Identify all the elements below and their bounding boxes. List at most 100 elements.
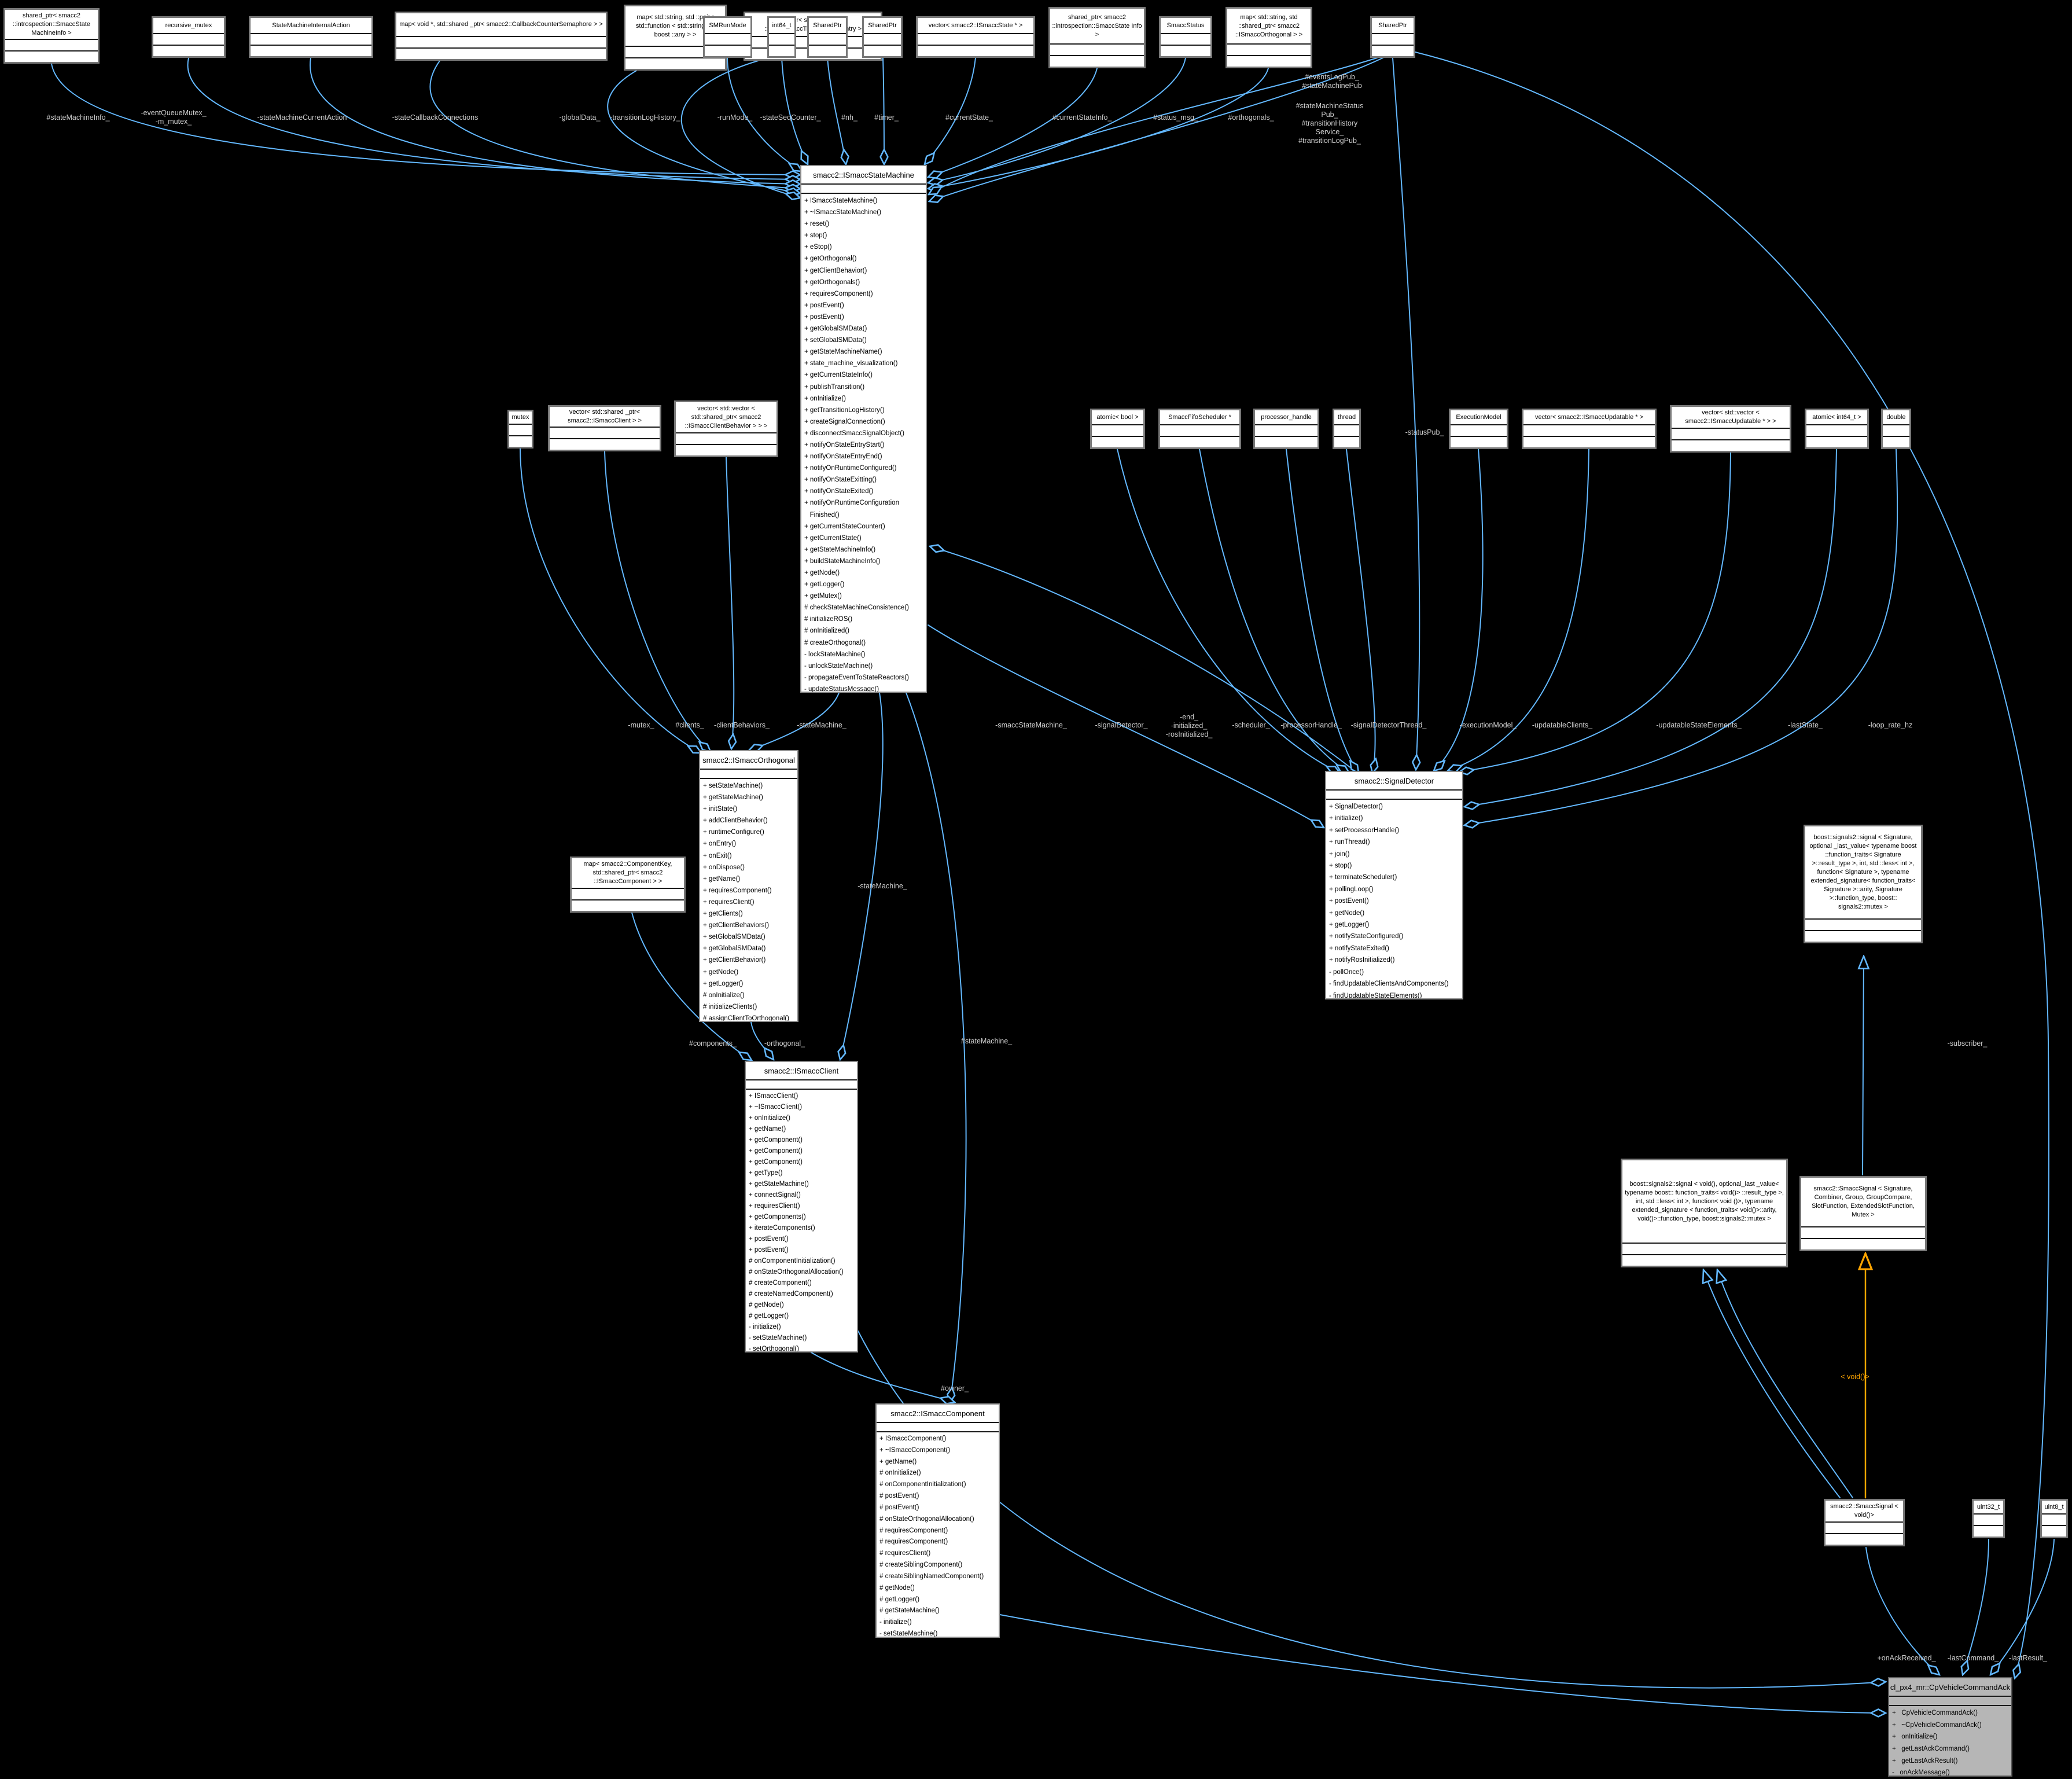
class-node-ismacc-state-machine[interactable]: smacc2::ISmaccStateMachine+ ISmaccStateM… [800,165,927,693]
empty-compartment [2042,1525,2066,1537]
method-row: - lockStateMachine() [804,650,866,658]
class-node-smacc-signal-template[interactable]: smacc2::SmaccSignal < Signature, Combine… [1799,1176,1927,1251]
method-row: + reset() [804,220,830,228]
method-row: + getOrthogonal() [804,255,857,263]
edge-label: -eventQueueMutex_ -m_mutex_ [141,109,207,126]
empty-compartment [396,47,606,59]
empty-compartment [1672,439,1790,451]
class-node-map-component-key[interactable]: map< smacc2::ComponentKey, std::shared_p… [570,857,686,913]
class-node-boost-signals2-signal-void[interactable]: boost::signals2::signal < void(), option… [1621,1159,1788,1267]
method-row: + eStop() [804,244,832,251]
method-row: + onEntry() [703,840,737,848]
empty-compartment [572,888,684,899]
edge-label: #timer_ [874,113,899,122]
class-node-thread[interactable]: thread [1333,409,1361,449]
class-node-shared-ptr-smacc-state-info[interactable]: shared_ptr< smacc2 ::introspection::Smac… [1048,7,1146,68]
methods-compartment: + SignalDetector()+ initialize()+ setPro… [1326,799,1462,998]
aggregation-edge [520,448,701,753]
class-node-uint8-t[interactable]: uint8_t [2040,1499,2068,1538]
class-title: vector< smacc2::ISmaccUpdatable * > [1534,413,1644,421]
edge-label: -orthogonal_ [764,1039,805,1047]
aggregation-edge [727,57,802,171]
class-node-vector-ismacc-state[interactable]: vector< smacc2::ISmaccState * > [916,16,1035,58]
class-node-ismacc-orthogonal[interactable]: smacc2::ISmaccOrthogonal+ setStateMachin… [699,750,798,1022]
class-node-double[interactable]: double [1881,409,1911,449]
class-node-vector-shared-ptr-ismacc-client[interactable]: vector< std::shared _ptr< smacc2::ISmacc… [548,405,661,451]
class-node-cp-vehicle-command-ack[interactable]: cl_px4_mr::CpVehicleCommandAck+ CpVehicl… [1888,1677,2012,1777]
method-row: + getGlobalSMData() [804,325,867,333]
class-title: boost::signals2::signal < void(), option… [1625,1180,1784,1222]
method-row: - initialize() [879,1619,912,1626]
class-node-atomic-int64-t[interactable]: atomic< int64_t > [1805,409,1869,449]
class-node-shared-ptr-3[interactable]: SharedPtr [1370,16,1415,58]
aggregation-edge [749,692,840,751]
aggregation-edge [604,451,711,752]
class-node-int64-t[interactable]: int64_t [767,16,796,58]
method-row: + getStateMachine() [749,1181,809,1188]
class-node-boost-signals2-signal-signature[interactable]: boost::signals2::signal < Signature, opt… [1804,825,1923,943]
method-row: + getClientBehavior() [804,267,867,274]
class-node-vector-vector-ismacc-client-behavior[interactable]: vector< std::vector < std::shared_ptr< s… [674,400,778,457]
class-node-ismacc-client[interactable]: smacc2::ISmaccClient+ ISmaccClient()+ ~I… [745,1061,858,1352]
empty-compartment [1161,45,1210,56]
method-row: - setStateMachine() [879,1630,938,1637]
empty-compartment [809,33,846,45]
class-node-state-machine-internal-action[interactable]: StateMachineInternalAction [249,16,373,58]
class-node-vector-vector-ismacc-updatable[interactable]: vector< std::vector < smacc2::ISmaccUpda… [1670,405,1791,453]
class-node-vector-ismacc-updatable[interactable]: vector< smacc2::ISmaccUpdatable * > [1522,409,1657,449]
aggregation-edge [1464,449,1837,807]
class-node-map-string-ismacc-orthogonal[interactable]: map< std::string, std ::shared_ptr< smac… [1225,7,1312,68]
aggregation-edge [1415,52,2049,1678]
method-row: + ISmaccStateMachine() [804,197,878,204]
aggregation-edge [928,57,1186,183]
class-title: shared_ptr< smacc2 ::introspection::Smac… [13,12,90,36]
edge-label: -stateMachineCurrentAction [257,113,347,122]
method-row: + postEvent() [749,1247,789,1254]
method-row: # requiresClient() [879,1550,931,1557]
class-node-smacc-fifo-scheduler[interactable]: SmaccFifoScheduler * [1158,409,1241,449]
class-title: int64_t [772,21,792,29]
class-title: processor_handle [1261,413,1312,421]
class-node-sm-run-mode[interactable]: SMRunMode [703,16,752,58]
method-row: + getNode() [804,569,840,576]
empty-compartment [918,45,1033,56]
method-row: # getStateMachine() [879,1607,940,1615]
class-node-signal-detector[interactable]: smacc2::SignalDetector+ SignalDetector()… [1325,771,1463,999]
empty-compartment [1805,930,1921,942]
class-node-shared-ptr-2[interactable]: SharedPtr [862,16,903,58]
edge-label: #orthogonals_ [1228,113,1274,122]
edge-label: -stateSeqCounter_ [760,113,821,122]
empty-compartment [1334,424,1359,436]
class-node-map-callback-counter-semaphore[interactable]: map< void *, std::shared _ptr< smacc2::C… [395,12,608,61]
class-node-processor-handle[interactable]: processor_handle [1253,409,1319,449]
class-node-atomic-bool[interactable]: atomic< bool > [1090,409,1145,449]
aggregation-edge [607,70,800,193]
empty-compartment [1974,1513,2003,1525]
class-title: StateMachineInternalAction [272,21,350,29]
class-node-uint32-t[interactable]: uint32_t [1972,1499,2005,1538]
aggregation-edge [750,1021,774,1060]
method-row: + requiresComponent() [804,290,873,297]
method-row: # postEvent() [879,1493,919,1500]
class-node-mutex[interactable]: mutex [507,410,533,449]
class-node-execution-model[interactable]: ExecutionModel [1449,409,1508,449]
method-row: + getStateMachineName() [804,348,882,356]
class-node-ismacc-component[interactable]: smacc2::ISmaccComponent+ ISmaccComponent… [875,1403,1000,1638]
class-node-smacc-status[interactable]: SmaccStatus [1159,16,1212,58]
empty-compartment [769,33,794,45]
aggregation-edge [928,68,1098,177]
class-node-shared-ptr-1[interactable]: SharedPtr [807,16,848,58]
class-node-recursive-mutex[interactable]: recursive_mutex [152,16,226,58]
method-row: + ISmaccClient() [749,1093,798,1100]
method-row: # createComponent() [749,1280,812,1287]
method-row: # assignClientToOrthogonal() [703,1015,789,1021]
inheritance-edge [1717,1270,1853,1498]
aggregation-edge [680,60,800,198]
method-row: - pollOnce() [1329,968,1364,976]
class-node-shared-ptr-smacc-state-machine-info[interactable]: shared_ptr< smacc2 ::introspection::Smac… [3,8,100,64]
class-node-smacc-signal-void[interactable]: smacc2::SmaccSignal < void()> [1824,1499,1905,1546]
method-row: + getNode() [1329,909,1365,917]
attributes-compartment [877,1422,999,1431]
method-row: + getName() [749,1126,786,1133]
empty-compartment [1050,55,1144,67]
